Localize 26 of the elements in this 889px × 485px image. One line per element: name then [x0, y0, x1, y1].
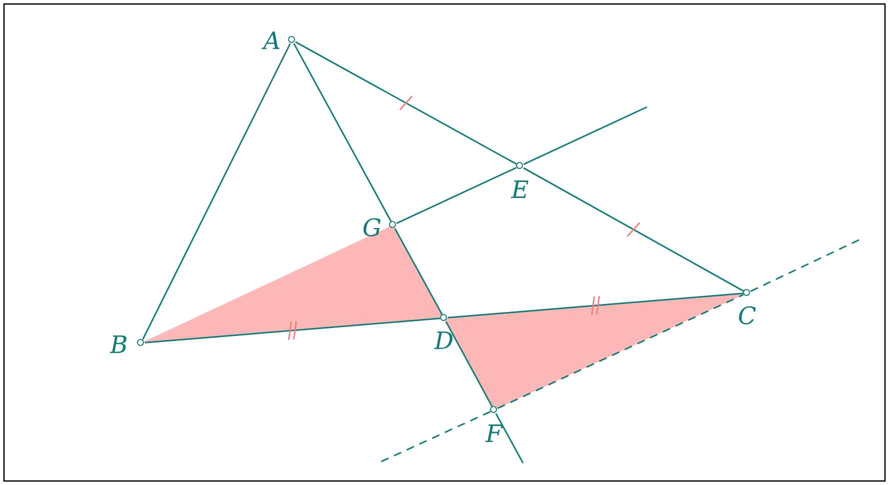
line-segment: [523, 106, 648, 165]
line-segment: [396, 167, 517, 224]
point-marker: [516, 162, 523, 169]
line-segment: [523, 167, 744, 292]
point-label: A: [263, 29, 281, 53]
point-marker: [743, 289, 750, 296]
point-label: G: [362, 216, 382, 240]
line-segment: [445, 321, 493, 407]
point-marker: [137, 339, 144, 346]
point-marker: [389, 221, 396, 228]
point-marker: [490, 406, 497, 413]
line-segment: [448, 292, 744, 318]
line-segment: [142, 43, 291, 340]
line-segment: [495, 413, 524, 464]
point-label: D: [434, 329, 454, 353]
line-segment: [293, 43, 392, 222]
point-label: B: [110, 333, 128, 357]
point-label: E: [511, 178, 529, 202]
line-segment: [394, 228, 443, 315]
line-segment: [144, 318, 440, 344]
point-label: F: [486, 422, 502, 446]
line-segment: [295, 41, 517, 165]
point-marker: [440, 314, 447, 321]
point-marker: [288, 36, 295, 43]
point-label: C: [738, 304, 756, 328]
line-segment: [497, 294, 744, 409]
